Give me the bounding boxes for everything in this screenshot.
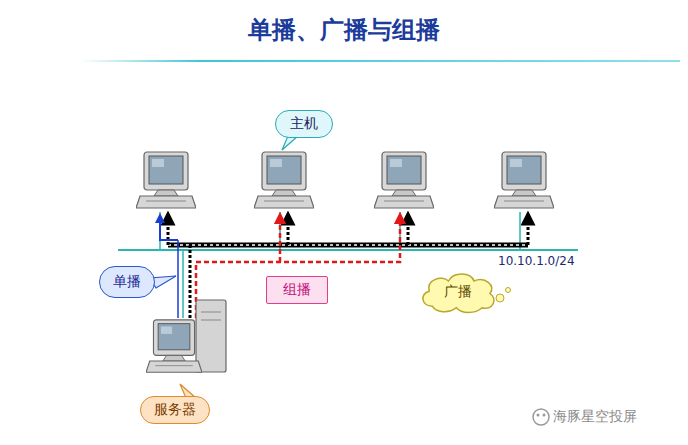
unicast-callout: 单播	[99, 266, 155, 298]
watermark: 海豚星空投屏	[553, 408, 637, 426]
callout-text: 组播	[283, 281, 311, 299]
multicast-label-box: 组播	[266, 276, 328, 304]
server-callout: 服务器	[140, 396, 210, 424]
diagram-title: 单播、广播与组播	[0, 14, 688, 46]
broadcast-cloud: 广播	[418, 270, 498, 314]
host-callout: 主机	[275, 110, 333, 138]
callout-text: 主机	[290, 115, 318, 133]
callout-text: 单播	[113, 273, 141, 291]
callout-text: 服务器	[154, 401, 196, 419]
subnet-label: 10.10.1.0/24	[498, 254, 575, 268]
callout-text: 广播	[444, 283, 472, 301]
